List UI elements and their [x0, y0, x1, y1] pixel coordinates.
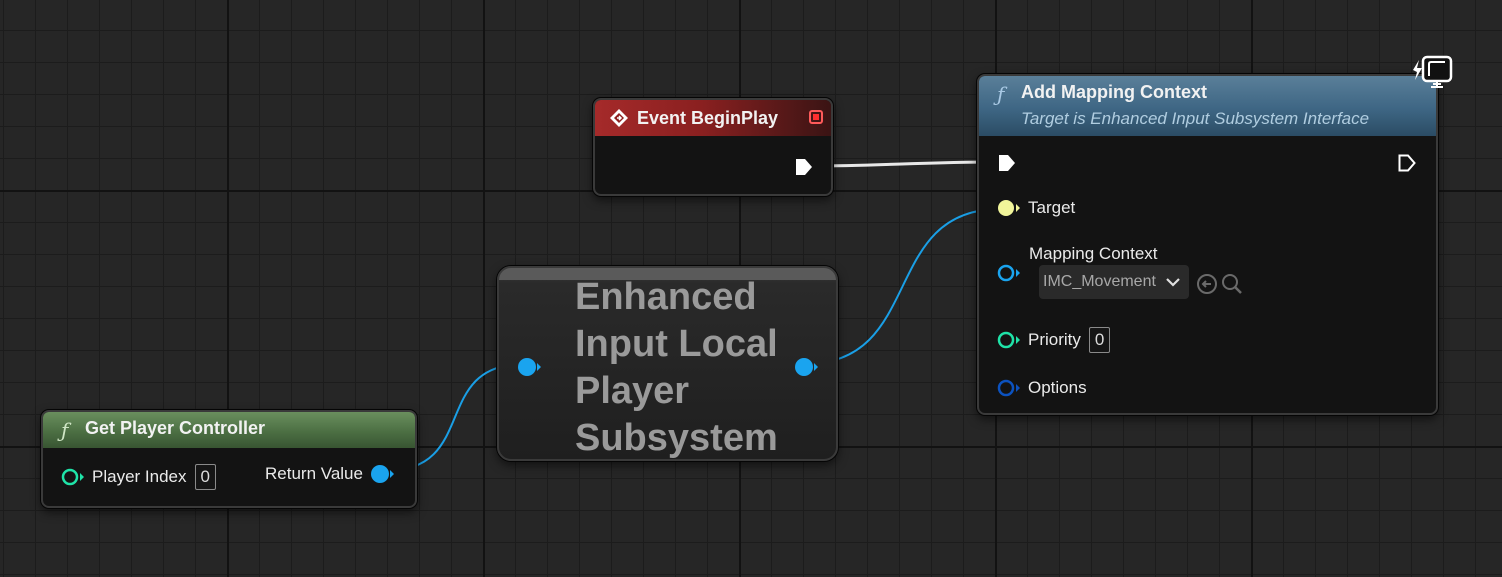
delegate-square-icon[interactable]	[809, 110, 823, 124]
enhanced-input-subsystem-title: Enhanced Input Local Player Subsystem	[575, 274, 778, 462]
exec-out-pin[interactable]	[1397, 153, 1417, 178]
mapping-context-value: IMC_Movement	[1043, 273, 1156, 290]
event-beginplay-header[interactable]: Event BeginPlay	[595, 100, 831, 136]
function-icon: ƒ	[997, 82, 1005, 106]
priority-pin-label: Priority	[1028, 330, 1081, 349]
search-icon[interactable]	[1221, 273, 1243, 300]
options-pin-label: Options	[1028, 378, 1087, 397]
exec-in-pin[interactable]	[997, 153, 1017, 178]
add-mapping-context-header[interactable]: ƒ Add Mapping Context Target is Enhanced…	[979, 76, 1436, 136]
return-value-pin-row[interactable]: Return Value	[265, 464, 396, 484]
integer-pin-icon[interactable]	[997, 331, 1021, 349]
struct-pin-icon[interactable]	[997, 379, 1021, 397]
function-icon: ƒ	[61, 418, 69, 442]
event-beginplay-title: Event BeginPlay	[637, 108, 779, 128]
target-pin-label: Target	[1028, 198, 1076, 217]
interface-pin-icon[interactable]	[997, 199, 1021, 217]
priority-value-input[interactable]: 0	[1088, 327, 1111, 353]
subsystem-output-pin[interactable]	[794, 357, 820, 382]
add-mapping-context-subtitle: Target is Enhanced Input Subsystem Inter…	[1021, 109, 1370, 128]
title-line-2: Input Local	[575, 323, 778, 365]
player-index-value-input[interactable]: 0	[194, 464, 216, 490]
target-pin-row[interactable]: Target	[997, 198, 1075, 218]
player-index-pin-label: Player Index	[92, 467, 187, 486]
add-mapping-context-title: Add Mapping Context	[1021, 82, 1207, 102]
object-pin-icon[interactable]	[370, 464, 396, 484]
player-index-pin-row[interactable]: Player Index 0	[61, 464, 216, 490]
priority-pin-row[interactable]: Priority 0	[997, 327, 1111, 353]
get-player-controller-title: Get Player Controller	[85, 418, 266, 438]
get-player-controller-header[interactable]: ƒ Get Player Controller	[43, 412, 415, 448]
event-beginplay-node[interactable]: Event BeginPlay	[593, 98, 833, 196]
mapping-context-pin[interactable]	[997, 264, 1021, 287]
integer-pin-icon[interactable]	[61, 468, 85, 486]
add-mapping-context-node[interactable]: ƒ Add Mapping Context Target is Enhanced…	[977, 55, 1453, 415]
exec-wire	[811, 160, 1001, 168]
event-diamond-icon	[609, 108, 629, 133]
chevron-down-icon	[1166, 278, 1180, 287]
client-monitor-icon	[1409, 54, 1455, 99]
mapping-context-pin-label: Mapping Context	[1029, 244, 1158, 263]
subsystem-input-pin[interactable]	[517, 357, 543, 382]
get-player-controller-node[interactable]: ƒ Get Player Controller Player Index 0 R…	[41, 410, 417, 508]
enhanced-input-subsystem-node[interactable]: Enhanced Input Local Player Subsystem	[497, 266, 838, 461]
exec-out-pin[interactable]	[794, 157, 814, 182]
enhanced-input-subsystem-top-bar	[499, 268, 836, 280]
mapping-context-label-row: Mapping Context	[1029, 244, 1158, 264]
return-value-pin-label: Return Value	[265, 464, 363, 483]
title-line-4: Subsystem	[575, 417, 778, 459]
mapping-context-dropdown[interactable]: IMC_Movement	[1039, 265, 1189, 299]
browse-back-icon[interactable]	[1196, 273, 1218, 300]
title-line-1: Enhanced	[575, 276, 757, 318]
title-line-3: Player	[575, 370, 690, 412]
options-pin-row[interactable]: Options	[997, 378, 1087, 398]
